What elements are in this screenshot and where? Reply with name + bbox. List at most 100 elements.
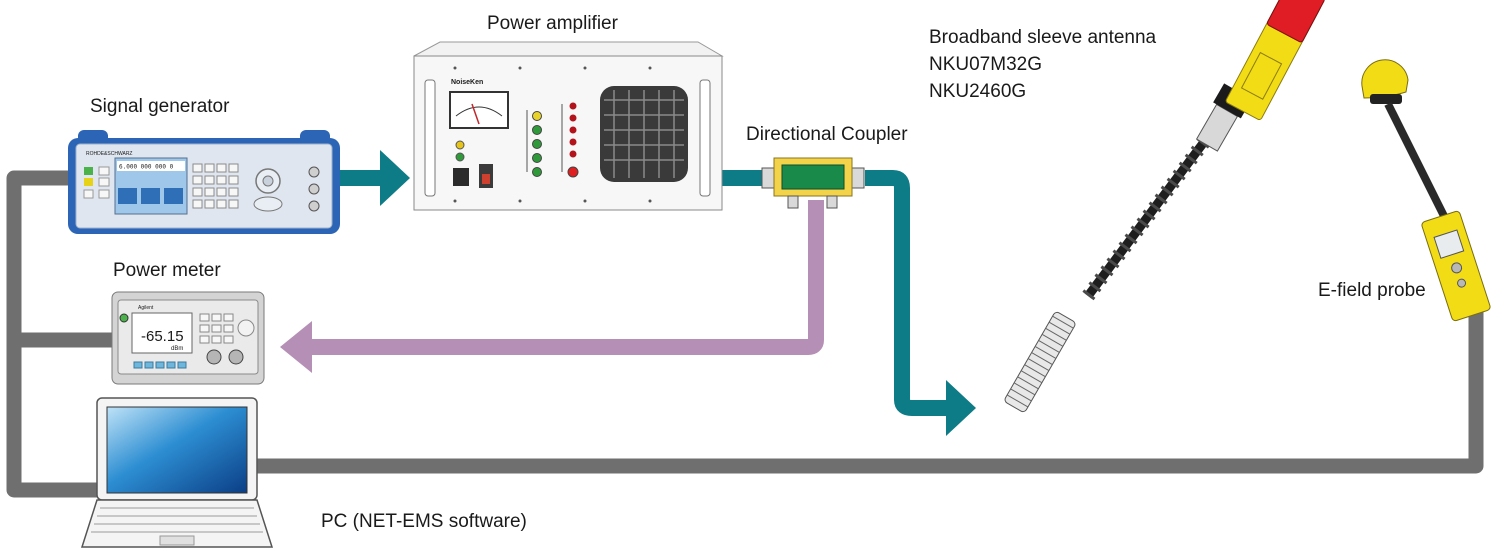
antenna-sleeve-rib [1031, 352, 1053, 365]
antenna-sleeve-rib [1017, 376, 1039, 390]
coupler-output-cable [280, 200, 824, 373]
amp-meter-scale [455, 106, 503, 117]
pm-reading: -65.15 [141, 328, 184, 345]
pm-unit: dBm [171, 346, 183, 352]
sg-screen-window [118, 188, 137, 204]
sg-screen-window [164, 188, 183, 204]
sg-keypad-key [228, 187, 239, 197]
label-antenna-model-1: NKU07M32G [929, 54, 1042, 75]
rf-arrow-to-antenna [946, 380, 976, 436]
sg-keypad-key [192, 175, 203, 185]
antenna-element [1225, 0, 1325, 121]
amp-connector [453, 168, 469, 186]
probe-display [1433, 229, 1465, 259]
control-cable-efield-probe [255, 310, 1484, 474]
sg-keypad-key [216, 199, 227, 209]
label-directional-coupler: Directional Coupler [746, 124, 908, 145]
coupler-port-bottom [826, 195, 838, 209]
label-efield-probe: E-field probe [1318, 280, 1426, 301]
amp-handle-left [424, 79, 436, 197]
pm-softkey [177, 361, 187, 369]
amp-meter-needle [471, 103, 480, 125]
amp-screw [453, 66, 457, 70]
signal-generator: ROHDE&SCHWARZ 6.000 000 000 0 [68, 130, 340, 234]
label-power-meter: Power meter [113, 260, 221, 281]
laptop-screen [106, 406, 248, 494]
amp-led-red-large [567, 166, 579, 178]
amp-top [413, 41, 724, 57]
pm-softkey [166, 361, 176, 369]
sg-keypad-key [216, 175, 227, 185]
amp-led-green [532, 125, 542, 135]
amp-power-switch-rocker [482, 174, 490, 184]
antenna-sleeve-rib [1045, 327, 1067, 341]
pm-nav-pad [237, 319, 255, 337]
coupler-label-plate [781, 164, 845, 190]
amp-lamp-green [455, 152, 465, 162]
label-signal-generator: Signal generator [90, 96, 230, 117]
sg-keypad-key [228, 163, 239, 173]
sg-connector [308, 183, 320, 195]
sg-connector [308, 166, 320, 178]
antenna-sleeve-rib [1034, 346, 1057, 359]
coupler-port-bottom [787, 195, 799, 209]
sg-keypad-key [216, 163, 227, 173]
antenna-label [1240, 51, 1283, 100]
amp-led-red [569, 114, 577, 122]
antenna-sleeve-ribs [1006, 315, 1074, 408]
amp-led-yellow [532, 111, 542, 121]
sg-keypad [192, 163, 239, 209]
sg-keypad-key [192, 187, 203, 197]
antenna-sleeve-rib [1010, 388, 1032, 402]
pm-key [199, 324, 210, 333]
sg-keypad-key [204, 199, 215, 209]
sg-keypad-key [204, 175, 215, 185]
amp-led-red [569, 102, 577, 110]
pm-connector [206, 349, 222, 365]
purple-cable [310, 200, 824, 355]
antenna-red-tip [1266, 0, 1325, 43]
sg-key [83, 189, 94, 199]
amp-fan-grid [604, 90, 684, 178]
amp-screw [518, 199, 522, 203]
pm-key [223, 313, 234, 322]
efield-probe [1361, 59, 1491, 322]
amp-screw [583, 199, 587, 203]
pm-softkey [144, 361, 154, 369]
broadband-sleeve-antenna [1004, 0, 1325, 413]
antenna-sleeve-rib [1048, 321, 1071, 335]
antenna-flex-cable-twist [1082, 137, 1210, 301]
pm-power-button [119, 313, 129, 323]
probe-button [1451, 262, 1463, 274]
control-cable-network [6, 170, 1484, 498]
antenna-sleeve-rib [1006, 394, 1029, 408]
sg-key [98, 166, 110, 176]
pm-key [211, 313, 222, 322]
amp-brand: NoiseKen [451, 79, 483, 86]
pm-softkey [133, 361, 143, 369]
sg-key-green [84, 167, 93, 175]
rf-cable-network [338, 150, 976, 436]
directional-coupler [761, 157, 865, 209]
sg-keypad-key [216, 187, 227, 197]
sg-keypad-key [204, 163, 215, 173]
label-antenna-model-2: NKU2460G [929, 81, 1026, 102]
laptop-touchpad [159, 535, 195, 546]
probe-button [1457, 278, 1467, 288]
pm-keys [199, 313, 234, 344]
pm-key [199, 313, 210, 322]
label-power-amplifier: Power amplifier [487, 13, 619, 34]
sg-arrow-pad [253, 196, 283, 212]
sg-screen-bar [117, 161, 185, 171]
sg-keypad-key [192, 199, 203, 209]
amp-screw [648, 66, 652, 70]
pm-brand: Agilent [138, 305, 154, 311]
sg-key [98, 177, 110, 187]
probe-sphere [1361, 59, 1409, 99]
pm-softkey [155, 361, 165, 369]
probe-sphere-base [1370, 94, 1402, 104]
sg-keypad-key [228, 175, 239, 185]
antenna-sleeve-rib [1052, 315, 1074, 329]
laptop-keys [91, 507, 263, 533]
antenna-sleeve-rib [1013, 382, 1036, 396]
